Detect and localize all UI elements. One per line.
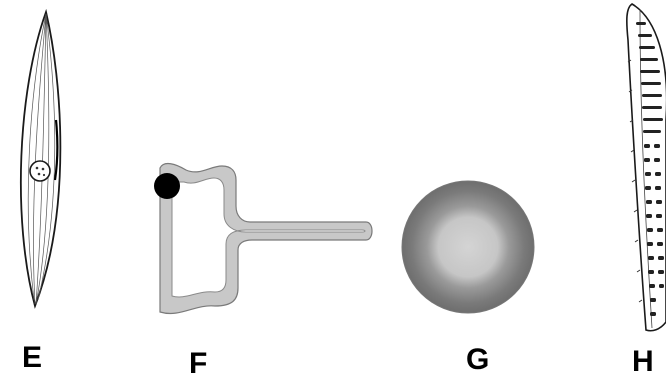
spindle-nucleus [30,161,50,181]
label-g: G [466,345,489,375]
disc-cell-g [402,181,534,313]
label-h: H [632,347,654,377]
spindle-nucleus-dot [43,174,45,176]
label-e: E [22,343,42,373]
tubular-cell-f [154,164,372,314]
spindle-cell-e [21,12,61,306]
tubular-cell-nucleus [154,173,180,199]
spindle-nucleus-dot [38,173,41,176]
segmented-cell-outline [627,4,666,331]
label-f: F [189,349,207,379]
segmented-cell-h [627,4,666,331]
spindle-nucleus-dot [36,167,39,170]
disc-cell-outer [402,181,534,313]
spindle-nucleus-dot [42,168,45,171]
